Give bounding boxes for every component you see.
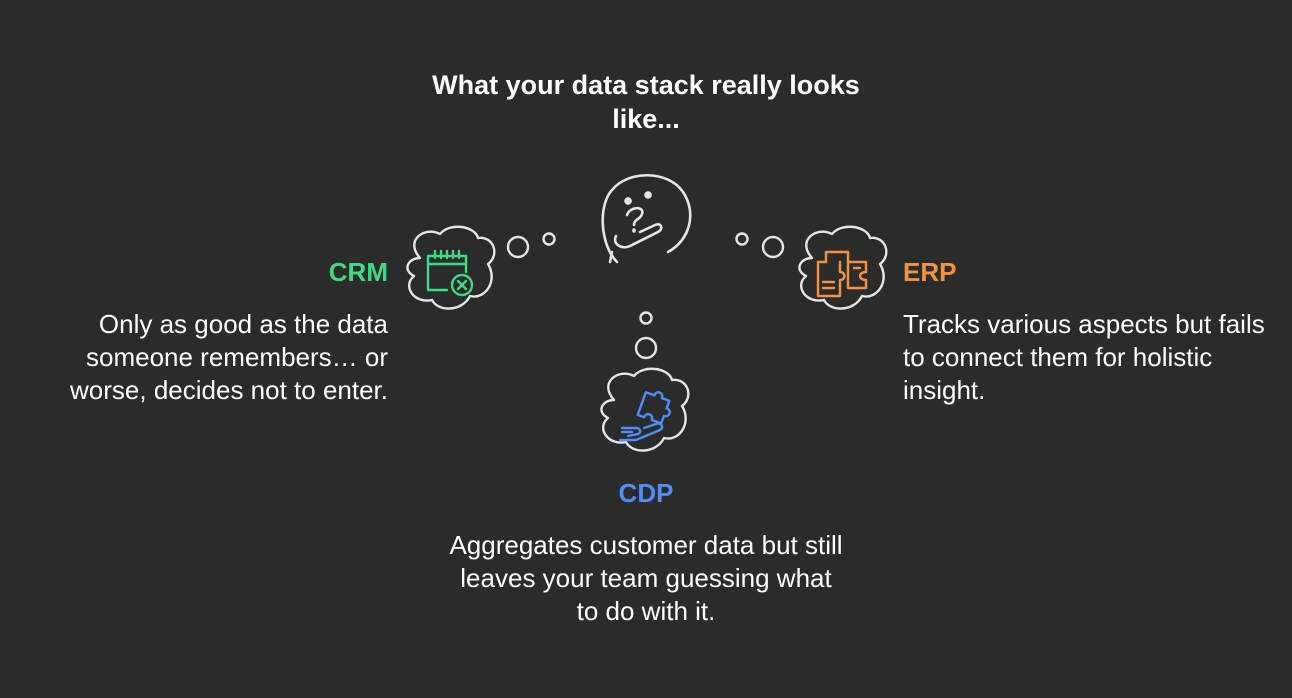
hand-puzzle-icon (618, 391, 671, 442)
cdp-cloud (600, 367, 690, 452)
crm-label: CRM (328, 257, 388, 287)
calendar-x-icon (426, 249, 474, 297)
erp-cloud (798, 225, 888, 310)
diagram-title: What your data stack really looks like..… (432, 70, 860, 134)
erp-description: Tracks various aspects but fails to conn… (903, 309, 1265, 405)
erp-label: ERP (903, 257, 957, 287)
cdp-label: CDP (618, 478, 674, 508)
thinking-face-icon (601, 173, 692, 264)
crm-description: Only as good as the data someone remembe… (70, 309, 388, 405)
puzzle-documents-icon (816, 250, 868, 298)
cdp-description: Aggregates customer data but still leave… (449, 530, 843, 626)
thought-bubble-dots (506, 232, 785, 360)
crm-cloud (406, 225, 496, 310)
